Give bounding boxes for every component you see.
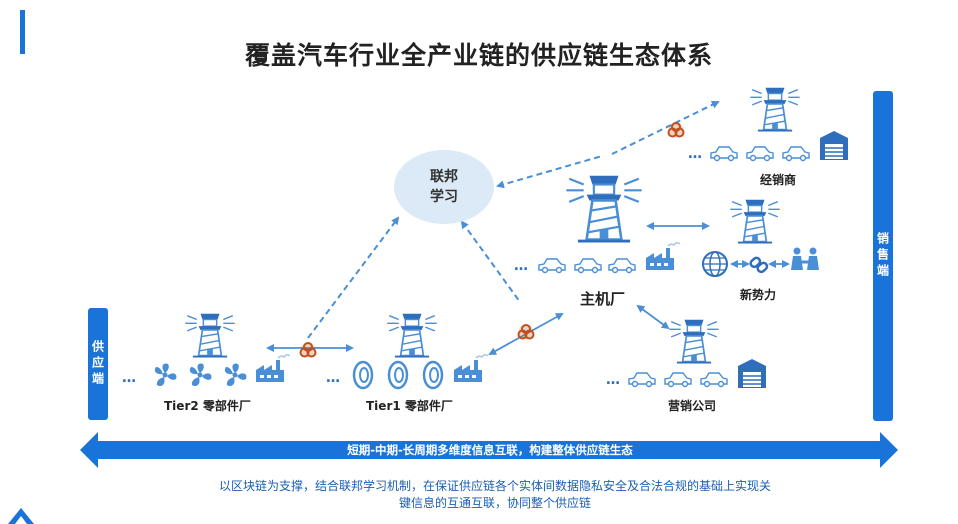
factory-icon <box>645 241 681 271</box>
lighthouse-icon <box>749 86 801 132</box>
fan-icon <box>224 363 247 387</box>
handshake-icon <box>791 247 819 270</box>
dealer-label: 经销商 <box>760 173 797 187</box>
oem-ellipsis: … <box>514 258 529 274</box>
globe-icon <box>702 251 728 277</box>
footer-line1: 以区块链为支撑，结合联邦学习机制，在保证供应链各个实体间数据隐私安全及合法合规的… <box>218 479 771 493</box>
new-forces-label: 新势力 <box>740 288 777 302</box>
car-icon <box>710 146 738 162</box>
corner-logo-icon <box>8 508 34 524</box>
tier2-ellipsis: … <box>122 370 137 386</box>
fan-icon <box>189 363 212 387</box>
car-icon <box>628 372 656 388</box>
marketing-label: 营销公司 <box>668 399 717 413</box>
blockchain-node-icon <box>299 341 317 359</box>
fl-label-line2: 学习 <box>430 189 458 205</box>
accent-bar <box>20 10 25 54</box>
lighthouse-icon <box>386 312 438 358</box>
factory-icon <box>453 353 489 383</box>
fan-icon <box>154 363 177 387</box>
tier2-label: Tier2 零部件厂 <box>164 399 251 413</box>
chain-link-icon <box>749 256 769 274</box>
fl-label-line1: 联邦 <box>430 169 458 185</box>
car-icon <box>746 146 774 162</box>
dealer-ellipsis: … <box>688 146 703 162</box>
car-icon <box>574 258 602 274</box>
tier2-to-fl-line <box>307 216 400 339</box>
tire-icon <box>352 360 374 390</box>
car-icon <box>700 372 728 388</box>
supply-side-bar: 供应端 <box>88 308 108 420</box>
federated-learning-node: 联邦 学习 <box>394 150 494 224</box>
lighthouse-icon <box>184 312 236 358</box>
lighthouse-icon <box>668 318 720 364</box>
marketing-ellipsis: … <box>606 372 621 388</box>
tier1-ellipsis: … <box>326 370 341 386</box>
warehouse-icon <box>737 358 767 389</box>
car-icon <box>538 258 566 274</box>
connection-lines <box>307 101 720 339</box>
car-icon <box>782 146 810 162</box>
warehouse-icon <box>819 130 849 161</box>
car-icon <box>664 372 692 388</box>
tire-icon <box>422 360 444 390</box>
banner-arrow <box>80 432 898 468</box>
fl-to-oem-line <box>460 220 521 303</box>
banner-text: 短期-中期-长周期多维度信息互联，构建整体供应链生态 <box>347 443 633 457</box>
blockchain-node-icon <box>517 323 535 341</box>
lighthouse-icon <box>729 198 781 244</box>
page-title: 覆盖汽车行业全产业链的供应链生态体系 <box>244 41 713 70</box>
tire-icon <box>387 360 409 390</box>
factory-icon <box>255 353 291 383</box>
oem-label: 主机厂 <box>580 290 626 308</box>
sales-side-bar: 销售端 <box>873 91 893 421</box>
footer-description: 以区块链为支撑，结合联邦学习机制，在保证供应链各个实体间数据隐私安全及合法合规的… <box>150 478 840 512</box>
tier1-label: Tier1 零部件厂 <box>366 399 453 413</box>
car-icon <box>608 258 636 274</box>
oem-marketing-link <box>636 304 670 330</box>
blockchain-node-icon <box>667 121 685 139</box>
lighthouse-icon <box>564 174 644 243</box>
oem-to-fl-line <box>496 155 603 189</box>
footer-line2: 键信息的互通互联，协同整个供应链 <box>398 496 591 510</box>
